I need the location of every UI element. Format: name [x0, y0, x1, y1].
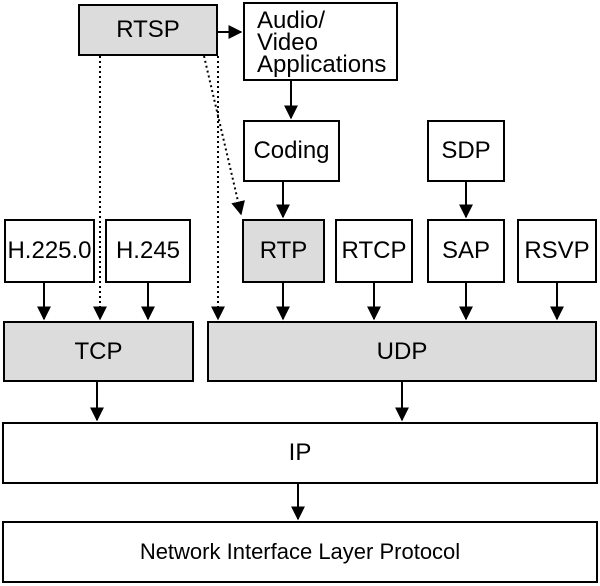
ip-label: IP: [288, 439, 312, 466]
network-interface-box: Network Interface Layer Protocol: [2, 521, 598, 583]
tcp-label: TCP: [74, 337, 123, 365]
audio-video-line-3: Applications: [257, 51, 387, 78]
tcp-box: TCP: [3, 321, 194, 382]
audio-video-applications-label: Audio/ Video Applications: [257, 7, 387, 78]
rtcp-label: RTCP: [341, 237, 407, 264]
h2250-label: H.225.0: [7, 237, 92, 264]
network-interface-label: Network Interface Layer Protocol: [139, 539, 461, 564]
coding-box: Coding: [243, 120, 340, 182]
sap-box: SAP: [427, 219, 505, 283]
sdp-box: SDP: [427, 120, 505, 182]
sap-label: SAP: [441, 237, 491, 264]
rsvp-box: RSVP: [517, 219, 597, 283]
rtcp-box: RTCP: [335, 219, 413, 283]
h2250-box: H.225.0: [4, 219, 95, 283]
rtsp-label: RTSP: [116, 16, 180, 43]
audio-video-applications-box: Audio/ Video Applications: [243, 2, 398, 81]
sdp-label: SDP: [441, 137, 491, 164]
rtp-label: RTP: [259, 237, 308, 264]
rtp-box: RTP: [242, 219, 325, 283]
udp-label: UDP: [376, 337, 428, 365]
rsvp-label: RSVP: [524, 237, 590, 264]
ip-box: IP: [2, 422, 598, 484]
h245-label: H.245: [115, 237, 181, 264]
udp-box: UDP: [207, 321, 597, 382]
rtsp-box: RTSP: [78, 4, 218, 56]
audio-video-line-2: Video: [257, 29, 318, 56]
audio-video-line-1: Audio/: [257, 7, 326, 34]
coding-label: Coding: [253, 137, 330, 164]
dotted-rtsp-to-rtp: [203, 55, 245, 216]
h245-box: H.245: [105, 219, 191, 283]
